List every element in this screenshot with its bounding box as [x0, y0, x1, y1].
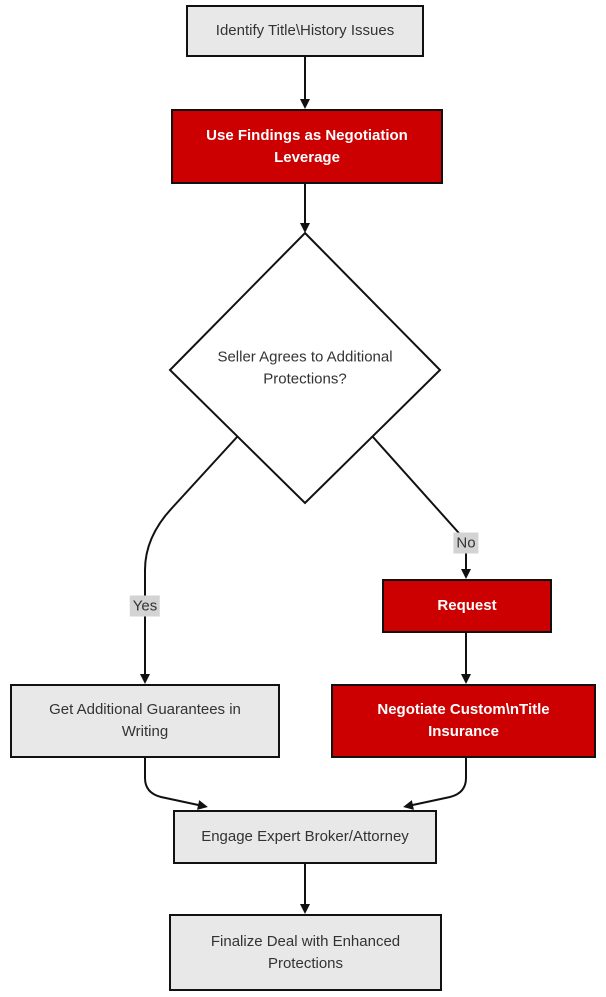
edge-negotiate-to-engage [403, 758, 467, 810]
node-identify-label: Identify Title\History Issues [215, 22, 395, 40]
node-guarantees-label: Get Additional Guarantees in Writing [49, 701, 241, 740]
edge-label-yes: Yes [129, 595, 161, 617]
node-request-label: Request [437, 597, 497, 615]
node-finalize-label: Finalize Deal with Enhanced Protections [210, 932, 401, 972]
node-leverage-label: Use Findings as Negotiation Leverage [206, 126, 408, 166]
edge-decision-no-to-request [372, 436, 471, 579]
node-use-findings-leverage: Use Findings as Negotiation Leverage [171, 109, 443, 184]
node-negotiate-label: Negotiate Custom\nTitle Insurance [377, 701, 550, 740]
node-engage-label: Engage Expert Broker/Attorney [201, 828, 409, 846]
node-engage-expert-broker-attorney: Engage Expert Broker/Attorney [173, 810, 437, 864]
node-get-additional-guarantees: Get Additional Guarantees in Writing [10, 684, 280, 758]
node-identify-title-history-issues: Identify Title\History Issues [186, 5, 424, 57]
decision-diamond-shape [168, 231, 442, 505]
node-decision-label: Seller Agrees to Additional Protections? [217, 348, 393, 387]
edge-decision-yes-to-guarantees [140, 436, 238, 684]
node-request: Request [382, 579, 552, 633]
edge-label-no: No [453, 532, 479, 554]
edge-guarantees-to-engage [144, 758, 208, 810]
node-finalize-deal: Finalize Deal with Enhanced Protections [169, 914, 442, 991]
node-negotiate-title-insurance: Negotiate Custom\nTitle Insurance [331, 684, 596, 758]
